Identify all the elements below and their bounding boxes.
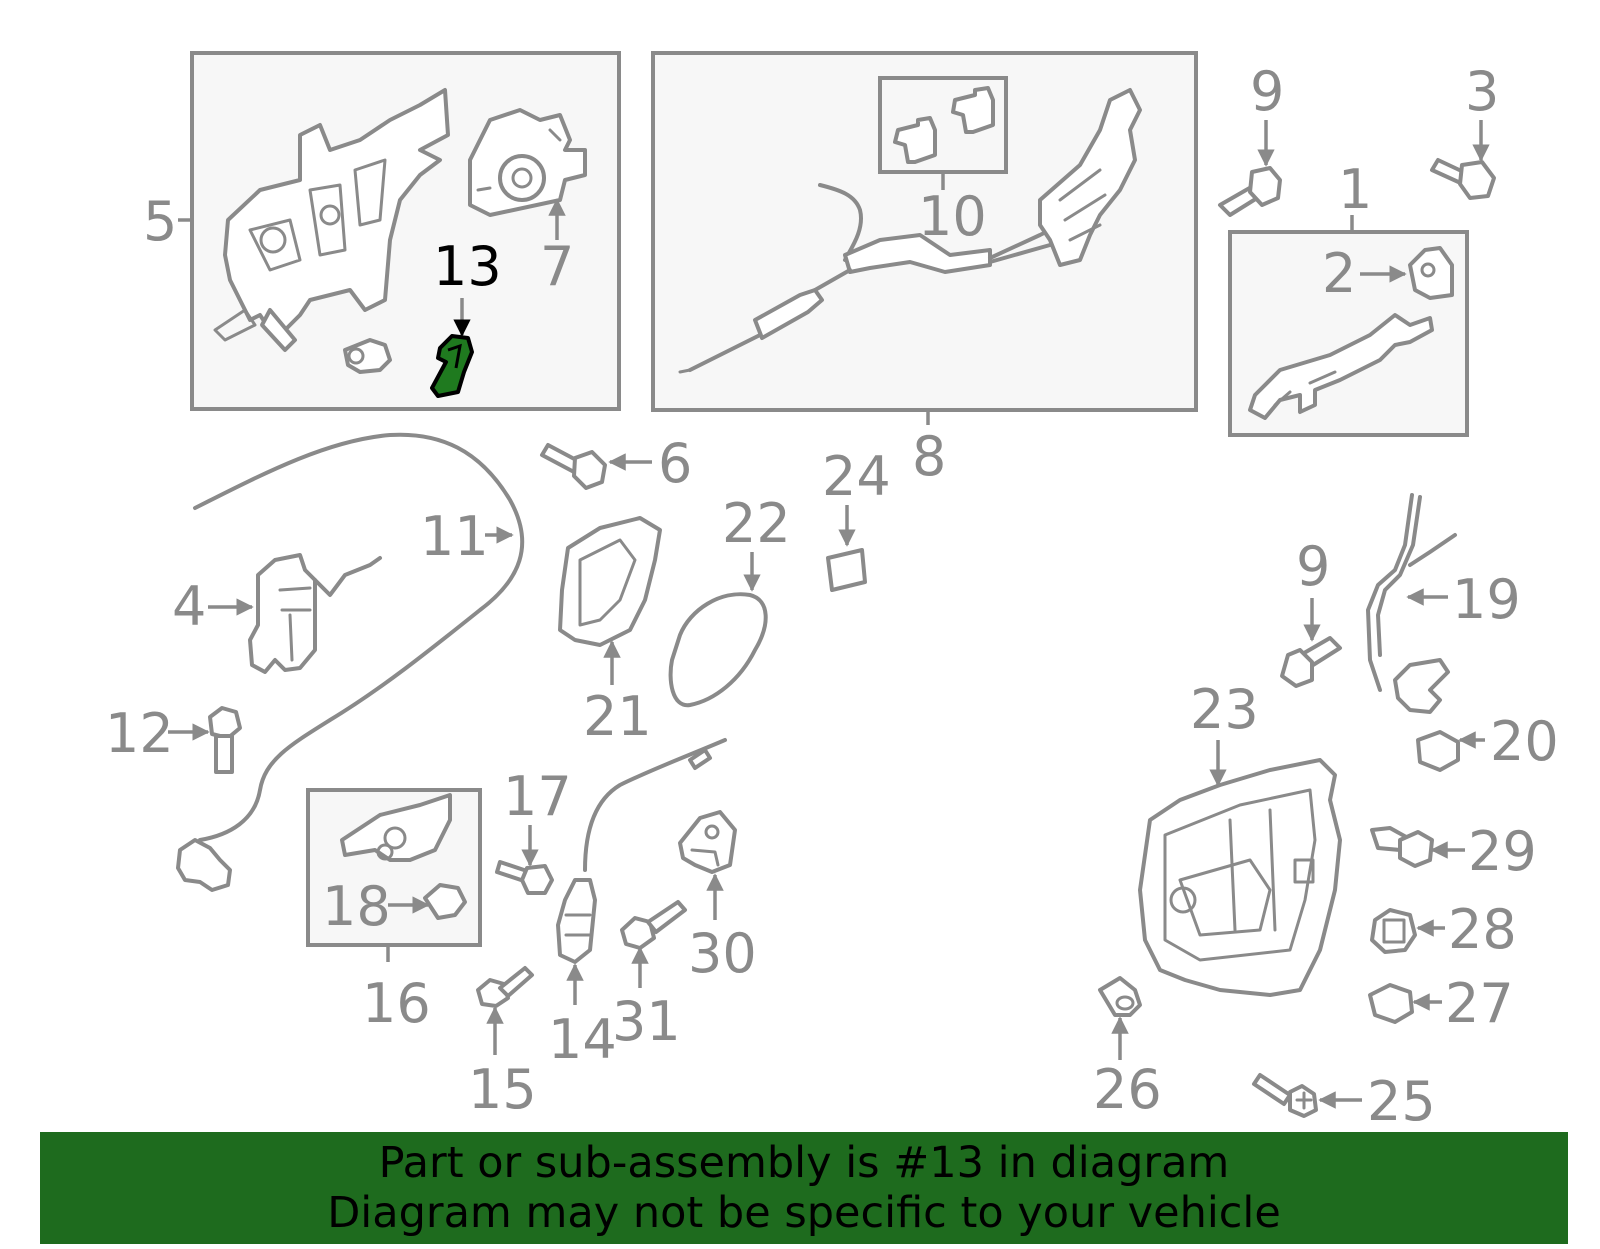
label-15: 15: [468, 1058, 537, 1121]
clip-part-26[interactable]: [1098, 976, 1142, 1017]
nut-part-27[interactable]: [1368, 983, 1414, 1024]
highlighted-part-13[interactable]: [430, 334, 474, 398]
clip-part-29[interactable]: [1370, 826, 1434, 868]
handle-cap-part-2[interactable]: [1408, 246, 1454, 300]
label-19: 19: [1452, 568, 1521, 631]
striker-plate-part-30[interactable]: [678, 810, 737, 874]
cable-part-11[interactable]: [176, 432, 525, 892]
label-27: 27: [1445, 972, 1514, 1035]
label-14: 14: [548, 1008, 617, 1071]
door-module-panel-part-23[interactable]: [1138, 758, 1342, 997]
bushing-part-18[interactable]: [423, 883, 467, 920]
label-24: 24: [822, 445, 891, 508]
label-26: 26: [1093, 1058, 1162, 1121]
label-30: 30: [688, 922, 757, 985]
label-10: 10: [918, 185, 987, 248]
label-23: 23: [1190, 678, 1259, 741]
cable-part-8[interactable]: [678, 88, 1142, 374]
banner-line-2: Diagram may not be specific to your vehi…: [327, 1188, 1281, 1238]
label-13: 13: [433, 235, 502, 298]
pad-part-24[interactable]: [826, 548, 867, 592]
cable-part-14[interactable]: [556, 738, 727, 964]
lock-cylinder-part-4[interactable]: [248, 553, 382, 674]
label-6: 6: [658, 432, 692, 495]
label-12: 12: [105, 702, 174, 765]
screw-part-25[interactable]: [1252, 1073, 1318, 1118]
clips-part-10[interactable]: [893, 86, 995, 164]
bolt-part-9-lower[interactable]: [1280, 636, 1342, 688]
label-17: 17: [503, 765, 572, 828]
label-9-lower: 9: [1296, 535, 1330, 598]
label-28: 28: [1448, 898, 1517, 961]
small-bushing-part[interactable]: [343, 338, 392, 374]
label-2: 2: [1322, 242, 1356, 305]
label-8: 8: [912, 425, 946, 488]
info-banner: Part or sub-assembly is #13 in diagram D…: [40, 1132, 1568, 1244]
label-11: 11: [420, 505, 489, 568]
bolt-part-12[interactable]: [208, 706, 242, 774]
label-20: 20: [1490, 710, 1559, 773]
bolt-part-9-top[interactable]: [1218, 166, 1282, 217]
bolt-part-31[interactable]: [620, 900, 687, 950]
nut-part-20[interactable]: [1416, 730, 1460, 772]
label-29: 29: [1468, 820, 1537, 883]
door-latch-part[interactable]: [213, 88, 450, 352]
label-21: 21: [583, 685, 652, 748]
label-1: 1: [1338, 158, 1372, 221]
gasket-part-22[interactable]: [668, 592, 768, 708]
bracket-part-21[interactable]: [558, 516, 662, 647]
label-3: 3: [1465, 60, 1499, 123]
label-18: 18: [322, 875, 391, 938]
label-31: 31: [612, 990, 681, 1053]
door-lock-actuator-part-7[interactable]: [468, 108, 587, 217]
bracket-part-16[interactable]: [340, 793, 452, 862]
label-4: 4: [172, 575, 206, 638]
bolt-part-15[interactable]: [476, 966, 534, 1008]
label-22: 22: [722, 492, 791, 555]
bolt-part-6[interactable]: [540, 443, 607, 490]
label-16: 16: [362, 972, 431, 1035]
rod-part-19[interactable]: [1366, 493, 1457, 714]
outer-handle-part-1[interactable]: [1248, 313, 1434, 420]
label-25: 25: [1367, 1070, 1436, 1133]
banner-line-1: Part or sub-assembly is #13 in diagram: [378, 1138, 1230, 1188]
bolt-part-17[interactable]: [495, 860, 554, 895]
label-9-top: 9: [1250, 60, 1284, 123]
grommet-part-28[interactable]: [1370, 908, 1417, 954]
label-5: 5: [143, 190, 177, 253]
label-7: 7: [540, 235, 574, 298]
bolt-part-3[interactable]: [1430, 158, 1496, 200]
